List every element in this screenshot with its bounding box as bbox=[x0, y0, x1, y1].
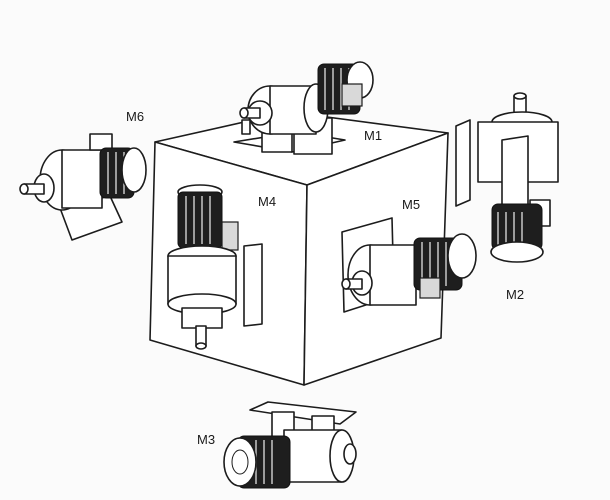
label-m3: M3 bbox=[197, 432, 215, 447]
gear-motor-m4 bbox=[167, 184, 263, 350]
label-m1: M1 bbox=[364, 128, 382, 143]
gear-motor-m5 bbox=[341, 217, 477, 313]
label-m5: M5 bbox=[402, 197, 420, 212]
gear-motor-m6 bbox=[19, 133, 147, 241]
label-m6: M6 bbox=[126, 109, 144, 124]
label-m2: M2 bbox=[506, 287, 524, 302]
gear-motor-m3 bbox=[223, 401, 357, 489]
gear-motor-m1 bbox=[233, 61, 374, 155]
label-m4: M4 bbox=[258, 194, 276, 209]
gear-motor-m2 bbox=[455, 92, 559, 263]
